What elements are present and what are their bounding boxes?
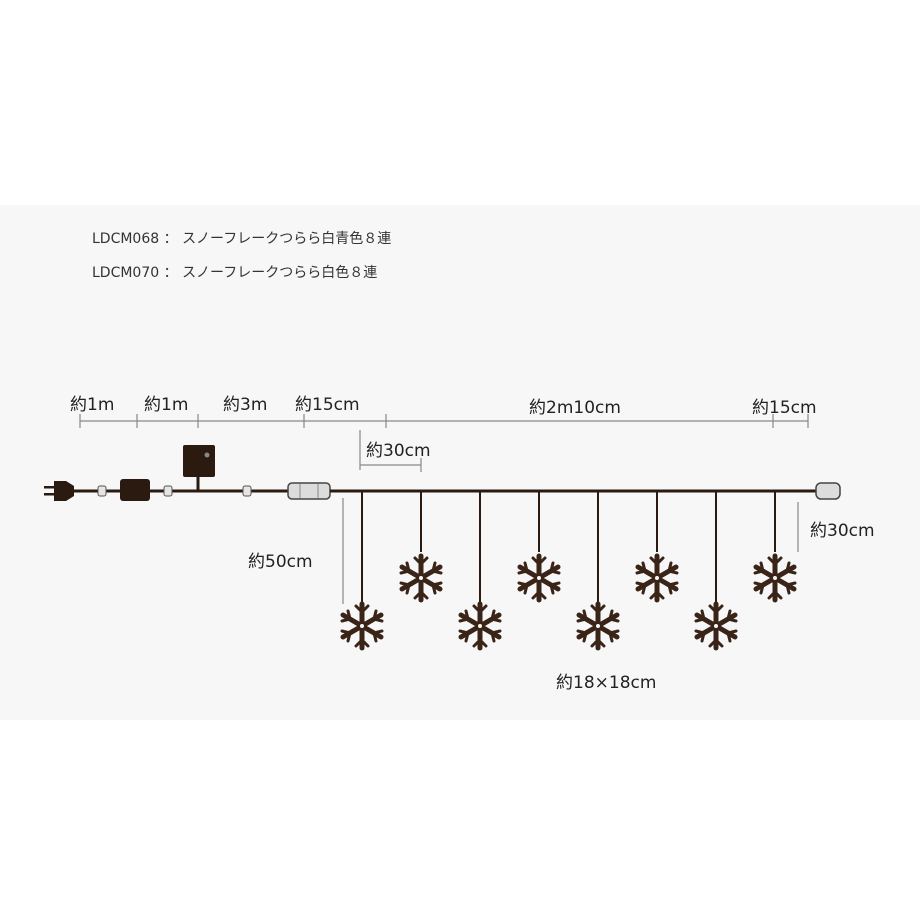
dim-lead: 約15cm	[295, 395, 360, 415]
controller-icon	[183, 445, 215, 477]
model-code: LDCM068	[92, 231, 160, 247]
snowflake-icon	[519, 556, 559, 600]
top-dimension-line	[79, 414, 809, 428]
snowflake-icon	[755, 556, 795, 600]
model-name: スノーフレークつらら白色８連	[182, 265, 378, 281]
snowflake-icon	[578, 604, 618, 648]
model-name: スノーフレークつらら白青色８連	[182, 231, 392, 247]
model-separator: ：	[163, 231, 178, 247]
snowflake-icon	[401, 556, 441, 600]
power-cord	[44, 445, 330, 501]
cord-joint	[163, 485, 173, 497]
dim-tail: 約15cm	[752, 398, 817, 418]
cord-joint	[242, 485, 252, 497]
power-plug-icon	[44, 481, 74, 501]
snowflake-icon	[637, 556, 677, 600]
model-line-1: LDCM068 ： スノーフレークつらら白青色８連	[92, 228, 391, 248]
model-separator: ：	[163, 265, 178, 281]
connector-icon	[287, 482, 331, 500]
diagram-panel	[0, 205, 920, 720]
snowflake-icon	[460, 604, 500, 648]
dim-cord-1: 約1m	[70, 395, 115, 415]
main-cable	[287, 482, 841, 500]
dim-strand-spacing: 約30cm	[366, 441, 431, 461]
dim-tail-drop: 約30cm	[810, 521, 875, 541]
dim-drop-length: 約50cm	[248, 552, 313, 572]
dim-main-span: 約2m10cm	[529, 398, 621, 418]
dim-motif-size: 約18×18cm	[556, 673, 657, 693]
model-code: LDCM070	[92, 265, 160, 281]
snowflake-icon	[342, 604, 382, 648]
adapter-box	[120, 479, 150, 501]
snowflake-icon	[696, 604, 736, 648]
dim-cord-3: 約3m	[223, 395, 268, 415]
dim-cord-2: 約1m	[144, 395, 189, 415]
cord-joint	[97, 485, 107, 497]
spacing-dimension-line	[359, 430, 422, 472]
end-connector	[815, 482, 841, 500]
model-line-2: LDCM070 ： スノーフレークつらら白色８連	[92, 262, 377, 282]
